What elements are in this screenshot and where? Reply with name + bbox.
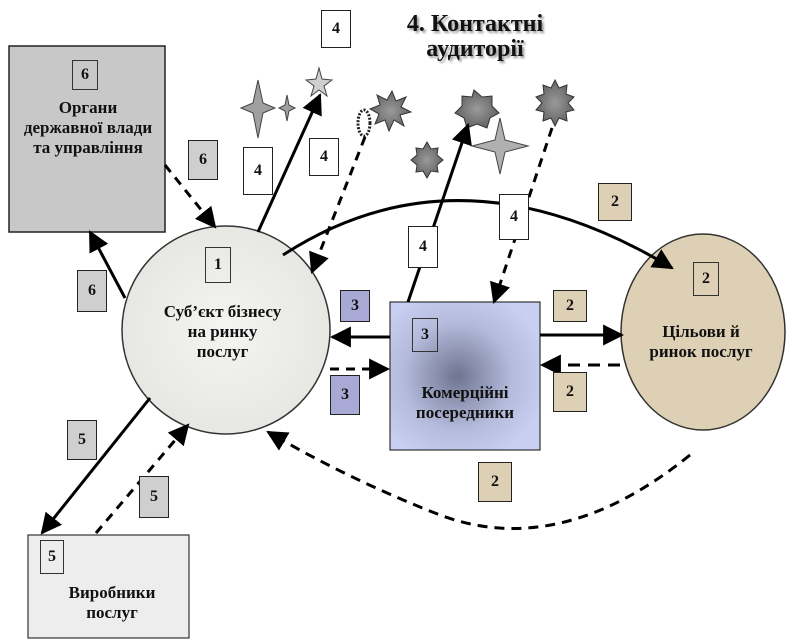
producers-number: 5	[40, 540, 64, 574]
badge-producers-out: 5	[67, 420, 97, 460]
arrow-contacts-to-subject	[309, 136, 367, 274]
badge-authorities-out: 6	[77, 270, 107, 312]
star-five-point-icon	[304, 66, 334, 98]
star-four-point-large-icon	[239, 79, 277, 139]
badge-contact-a: 4	[243, 147, 273, 195]
badge-contact-c: 4	[408, 226, 438, 268]
badge-target-right-bottom: 2	[553, 372, 587, 412]
badge-intermediaries-left-bottom: 3	[330, 375, 360, 415]
arrow-subject-to-contacts	[256, 93, 322, 233]
badge-contact-d: 4	[499, 194, 529, 240]
intermediaries-box	[389, 301, 541, 451]
gear-star-icon	[535, 78, 575, 128]
badge-target-right-top: 2	[553, 290, 587, 322]
gear-star-small-icon	[410, 140, 444, 180]
badge-target-curve: 2	[598, 183, 632, 221]
star-burst-icon	[368, 89, 413, 133]
badge-authorities-in: 6	[188, 140, 218, 180]
target-label: Цільови й ринок послуг	[649, 322, 753, 362]
arrow-subject-to-authorities	[88, 230, 127, 299]
badge-contact-top: 4	[321, 10, 351, 48]
diagram-title: 4. Контактні аудиторії	[406, 11, 544, 63]
arrow-target-to-subject-curve	[266, 430, 691, 530]
star-four-point-wide-icon	[470, 117, 530, 175]
subject-label: Суб’єкт бізнесу на ринку послуг	[163, 302, 282, 362]
authorities-box	[8, 45, 166, 233]
heptagon-star-icon	[454, 89, 500, 129]
arrow-subject-to-target-curve	[282, 199, 674, 270]
producers-label: Виробники послуг	[68, 583, 156, 623]
subject-number: 1	[205, 247, 231, 283]
star-four-point-small-icon	[277, 94, 297, 122]
intermediaries-number: 3	[412, 318, 438, 352]
arrow-subject-to-producers	[40, 397, 152, 535]
badge-producers-in: 5	[139, 476, 169, 518]
authorities-number: 6	[72, 60, 98, 90]
target-number: 2	[693, 262, 719, 296]
arrow-intermediaries-to-contacts	[406, 123, 472, 303]
intermediaries-label: Комерційні посередники	[415, 383, 515, 423]
seal-small-icon	[356, 108, 372, 138]
arrow-contacts-to-intermediaries	[490, 127, 554, 304]
badge-target-bottom-curve: 2	[478, 462, 512, 502]
producers-box	[27, 534, 190, 639]
badge-contact-b: 4	[309, 138, 339, 176]
arrow-authorities-to-subject	[163, 164, 217, 229]
badge-intermediaries-left-top: 3	[340, 290, 370, 322]
authorities-label: Органи державної влади та управління	[23, 98, 153, 158]
